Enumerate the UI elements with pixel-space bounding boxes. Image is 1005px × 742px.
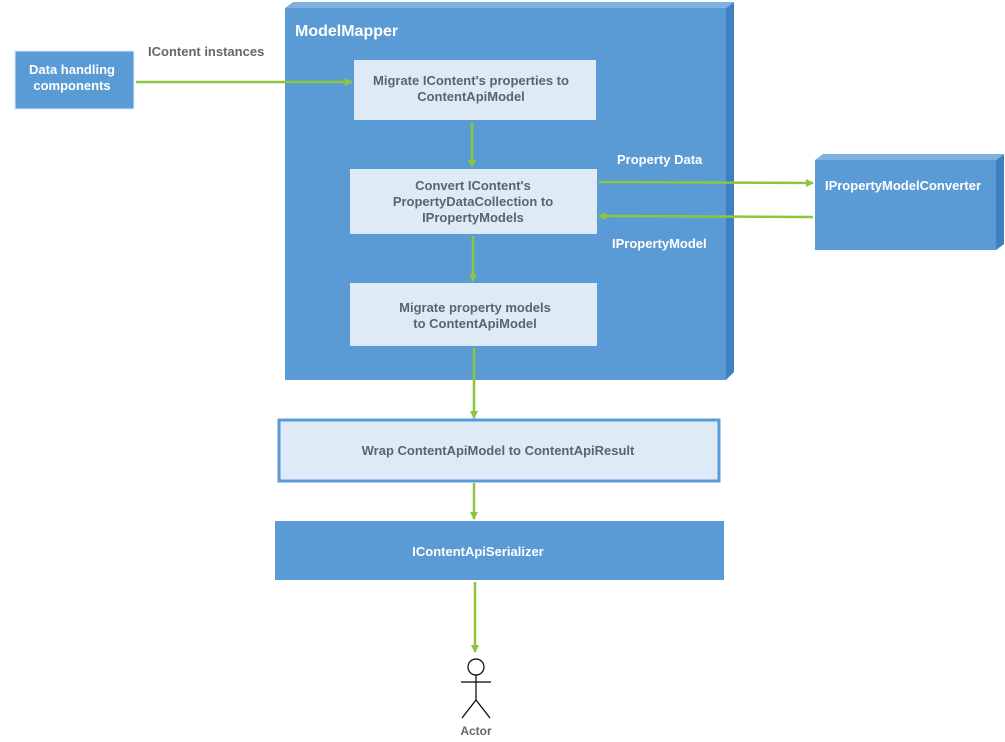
edge-label-iproperty-model: IPropertyModel [612, 236, 707, 251]
migrate-properties-node: Migrate IContent's properties to Content… [354, 60, 596, 120]
convert-property-data-box [350, 169, 597, 234]
actor-head [467, 658, 485, 676]
wrap-label: Wrap ContentApiModel to ContentApiResult [362, 443, 635, 458]
serializer-label: IContentApiSerializer [412, 544, 543, 559]
actor-right-leg [475, 699, 491, 719]
container-title: ModelMapper [295, 23, 398, 40]
converter-label: IPropertyModelConverter [825, 178, 981, 193]
data-handling-label-line1: Data handling [29, 62, 115, 77]
wrap-box [277, 418, 721, 483]
convert-property-data-node: Convert IContent's PropertyDataCollectio… [350, 169, 597, 234]
convert-label-line2: PropertyDataCollection to [393, 194, 553, 209]
data-handling-box [14, 50, 135, 110]
edge-label-property-data: Property Data [617, 152, 703, 167]
data-handling-label-line2: components [33, 78, 110, 93]
edges [136, 78, 814, 653]
converter-top-face [815, 154, 1004, 160]
migrate-properties-label-line2: ContentApiModel [417, 89, 525, 104]
migrate-properties-label-line1: Migrate IContent's properties to [373, 73, 569, 88]
actor-left-leg [461, 699, 477, 719]
container-side-face [726, 2, 734, 380]
convert-label-line1: Convert IContent's [415, 178, 531, 193]
edge-convert-to-converter [598, 178, 814, 187]
serializer-box [275, 521, 724, 580]
actor-icon [461, 658, 491, 719]
converter-front-face [815, 160, 996, 250]
convert-label-line3: IPropertyModels [422, 210, 524, 225]
migrate-properties-box [354, 60, 596, 120]
migrate-models-label-line2: to ContentApiModel [413, 316, 536, 331]
edge-label-icontent-instances: IContent instances [148, 44, 264, 59]
container-top-face [285, 2, 734, 8]
migrate-models-box [350, 283, 597, 346]
data-handling-node: Data handling components [14, 50, 135, 110]
migrate-models-label-line1: Migrate property models [399, 300, 551, 315]
iproperty-model-converter-node: IPropertyModelConverter [815, 154, 1004, 250]
wrap-node: Wrap ContentApiModel to ContentApiResult [277, 418, 721, 483]
actor-label: Actor [460, 724, 492, 738]
edge-converter-to-convert [598, 212, 814, 221]
converter-side-face [996, 154, 1004, 250]
migrate-models-node: Migrate property models to ContentApiMod… [350, 283, 597, 346]
serializer-node: IContentApiSerializer [275, 521, 724, 580]
